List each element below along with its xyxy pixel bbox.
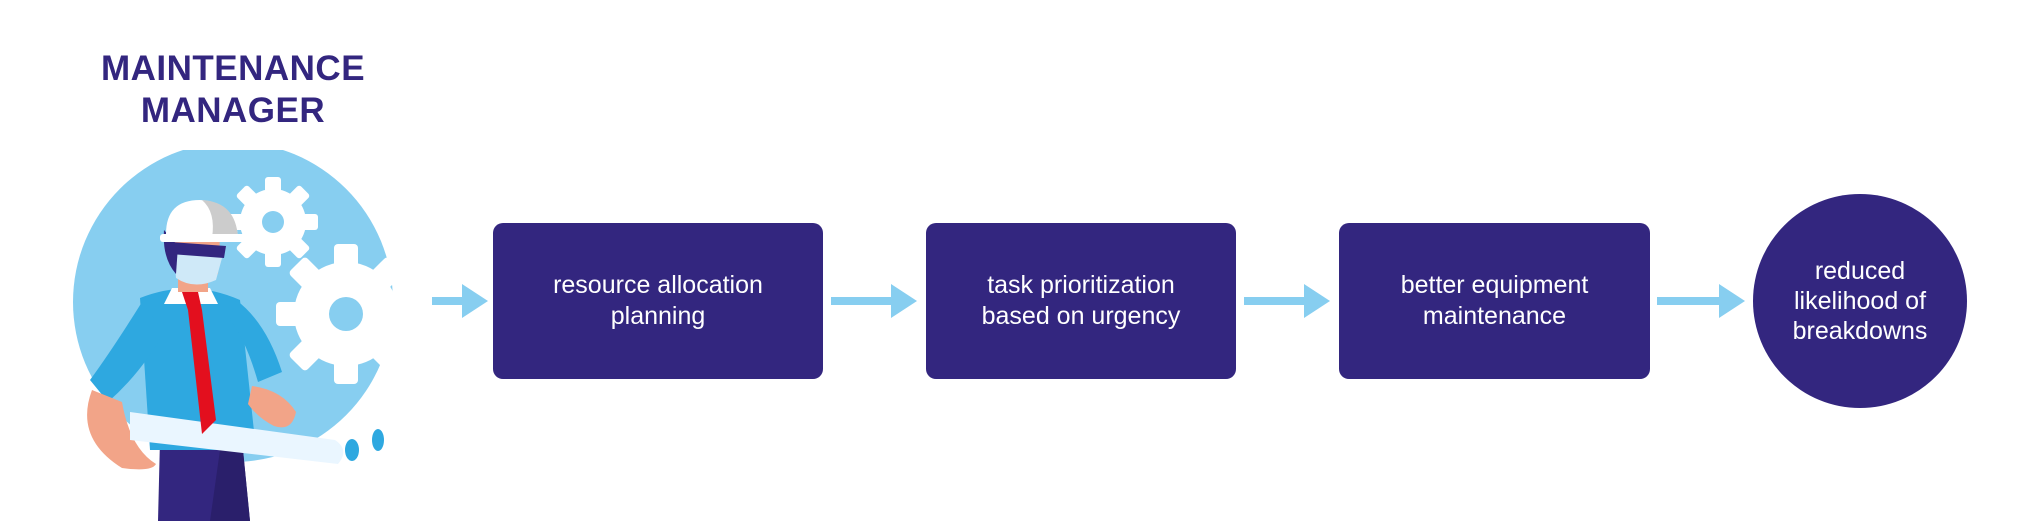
right-arm bbox=[230, 300, 282, 382]
step-1-line-1: resource allocation bbox=[553, 271, 763, 299]
step-2-line-1: task prioritization bbox=[987, 271, 1175, 299]
rolled-blueprint bbox=[130, 412, 344, 464]
step-3-line-2: maintenance bbox=[1422, 302, 1567, 330]
outcome-line-3: breakdowns bbox=[1792, 317, 1928, 345]
arrow-right-icon bbox=[1244, 284, 1330, 318]
arrow-right-icon bbox=[1657, 284, 1745, 318]
right-hand bbox=[248, 386, 296, 428]
arrow-right-icon bbox=[831, 284, 917, 318]
tie bbox=[182, 292, 216, 434]
maintenance-manager-illustration bbox=[73, 150, 400, 521]
left-hand bbox=[87, 390, 156, 470]
step-1-line-2: planning bbox=[610, 302, 706, 330]
outcome-line-1: reduced bbox=[1814, 257, 1906, 285]
step-3-line-1: better equipment bbox=[1400, 271, 1589, 299]
flow-step-resource-allocation: resource allocation planning bbox=[493, 223, 823, 379]
diagram-title: MAINTENANCE MANAGER bbox=[60, 48, 406, 132]
flow-outcome-reduced-breakdowns: reduced likelihood of breakdowns bbox=[1753, 194, 1967, 408]
flow-step-task-prioritization: task prioritization based on urgency bbox=[926, 223, 1236, 379]
gear-icon bbox=[276, 244, 400, 384]
gear-icon bbox=[228, 177, 318, 267]
goggles bbox=[170, 242, 226, 258]
left-arm bbox=[90, 302, 164, 402]
outcome-line-2: likelihood of bbox=[1793, 287, 1927, 315]
face-mask bbox=[174, 250, 222, 285]
step-2-line-2: based on urgency bbox=[981, 302, 1181, 330]
title-line-2: MANAGER bbox=[140, 91, 326, 130]
flow-step-better-maintenance: better equipment maintenance bbox=[1339, 223, 1650, 379]
title-line-1: MAINTENANCE bbox=[100, 49, 366, 88]
arrow-right-icon bbox=[432, 284, 488, 318]
